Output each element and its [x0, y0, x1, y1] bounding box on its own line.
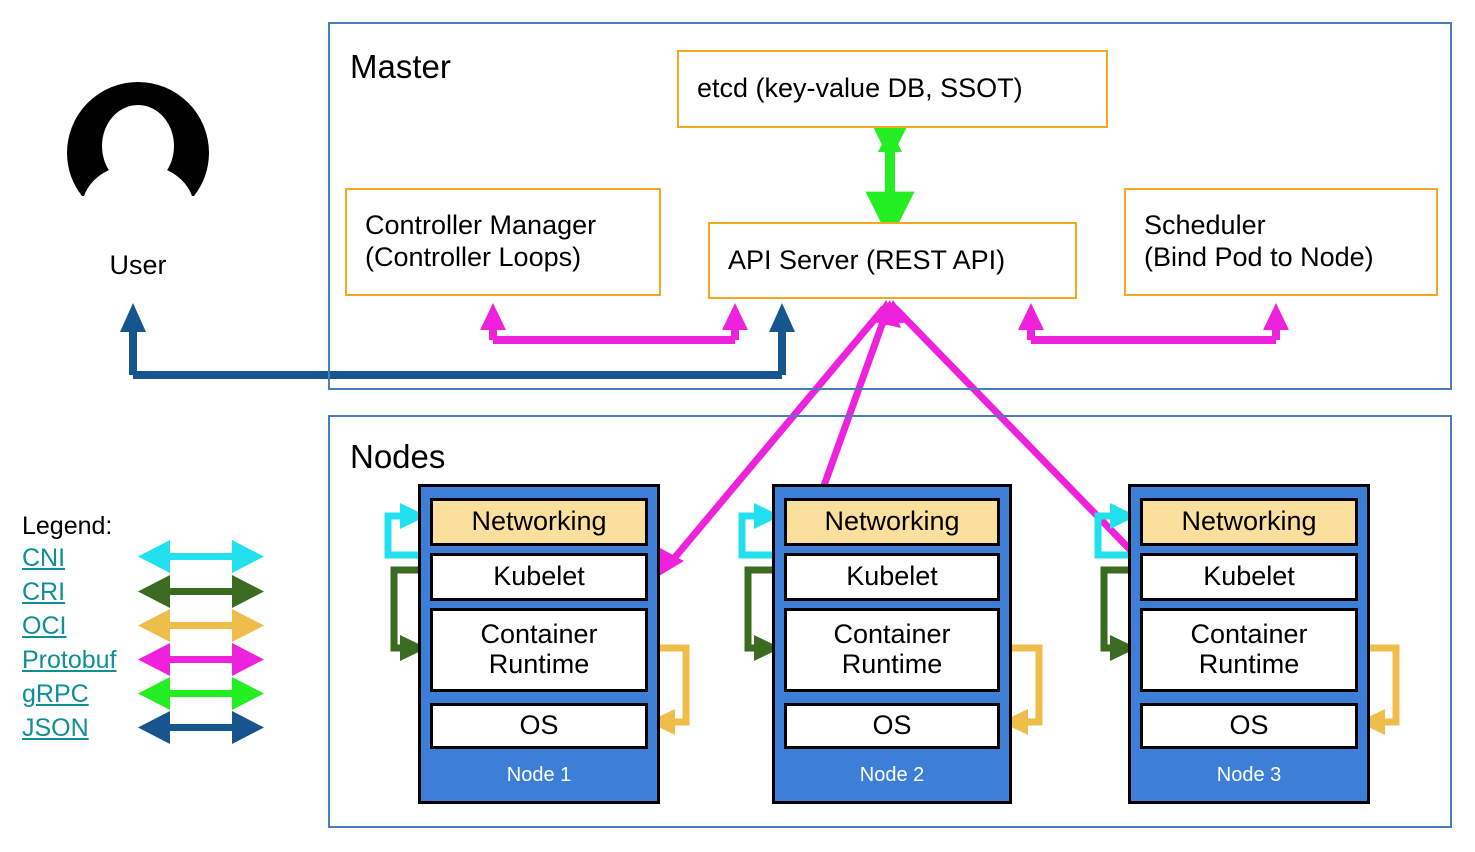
legend-item-cni[interactable]: CNI: [22, 544, 66, 572]
node-3-networking-label: Networking: [1181, 506, 1317, 537]
node-2-kubelet[interactable]: Kubelet: [784, 553, 1000, 601]
legend-arrow-cri: [138, 575, 264, 608]
node-1-container-runtime-label: Container Runtime: [480, 619, 598, 679]
node-1-kubelet-label: Kubelet: [493, 561, 585, 592]
scheduler-label: Scheduler (Bind Pod to Node): [1144, 210, 1374, 272]
legend-arrow-json: [138, 711, 264, 744]
node-2-networking[interactable]: Networking: [784, 498, 1000, 546]
node-3-os[interactable]: OS: [1140, 703, 1358, 749]
user-label: User: [109, 250, 167, 280]
node-2-container-runtime[interactable]: Container Runtime: [784, 608, 1000, 692]
node-1-networking[interactable]: Networking: [430, 498, 648, 546]
node-1[interactable]: Networking Kubelet Container Runtime OS …: [418, 484, 660, 804]
legend-item-protobuf[interactable]: Protobuf: [22, 646, 117, 674]
api-server-box[interactable]: API Server (REST API): [708, 222, 1077, 299]
node-2-container-runtime-label: Container Runtime: [833, 619, 951, 679]
legend-arrow-oci: [138, 609, 264, 642]
nodes-group: [328, 415, 1452, 828]
node-2-os[interactable]: OS: [784, 703, 1000, 749]
api-server-label: API Server (REST API): [728, 244, 1006, 275]
etcd-label: etcd (key-value DB, SSOT): [697, 73, 1023, 104]
node-1-kubelet[interactable]: Kubelet: [430, 553, 648, 601]
node-1-os-label: OS: [519, 710, 559, 741]
legend-arrow-cni: [138, 540, 264, 573]
node-3[interactable]: Networking Kubelet Container Runtime OS …: [1128, 484, 1370, 804]
node-2-label: Node 2: [859, 764, 925, 786]
legend-item-cri[interactable]: CRI: [22, 578, 66, 606]
node-3-container-runtime-label: Container Runtime: [1190, 619, 1308, 679]
controller-manager-label: Controller Manager (Controller Loops): [365, 210, 597, 272]
scheduler-box[interactable]: Scheduler (Bind Pod to Node): [1124, 188, 1438, 296]
node-1-label: Node 1: [506, 764, 572, 786]
etcd-box[interactable]: etcd (key-value DB, SSOT): [677, 50, 1108, 128]
legend-item-oci[interactable]: OCI: [22, 612, 67, 640]
node-1-networking-label: Networking: [471, 506, 607, 537]
node-1-container-runtime[interactable]: Container Runtime: [430, 608, 648, 692]
node-2-kubelet-label: Kubelet: [846, 561, 938, 592]
node-3-label: Node 3: [1216, 764, 1282, 786]
node-3-kubelet[interactable]: Kubelet: [1140, 553, 1358, 601]
user-avatar-icon: [67, 82, 209, 196]
node-1-os[interactable]: OS: [430, 703, 648, 749]
node-3-networking[interactable]: Networking: [1140, 498, 1358, 546]
nodes-group-title: Nodes: [350, 438, 446, 475]
node-2-os-label: OS: [872, 710, 912, 741]
legend-arrow-grpc: [138, 677, 264, 710]
node-3-os-label: OS: [1229, 710, 1269, 741]
node-3-container-runtime[interactable]: Container Runtime: [1140, 608, 1358, 692]
legend-item-json[interactable]: JSON: [22, 714, 89, 742]
master-group: [328, 22, 1452, 390]
node-2-networking-label: Networking: [824, 506, 960, 537]
legend-arrow-protobuf: [138, 643, 264, 676]
controller-manager-box[interactable]: Controller Manager (Controller Loops): [345, 188, 661, 296]
node-3-kubelet-label: Kubelet: [1203, 561, 1295, 592]
master-group-title: Master: [350, 48, 451, 85]
legend-item-grpc[interactable]: gRPC: [22, 680, 89, 708]
node-2[interactable]: Networking Kubelet Container Runtime OS …: [772, 484, 1012, 804]
legend-title: Legend:: [22, 512, 113, 540]
